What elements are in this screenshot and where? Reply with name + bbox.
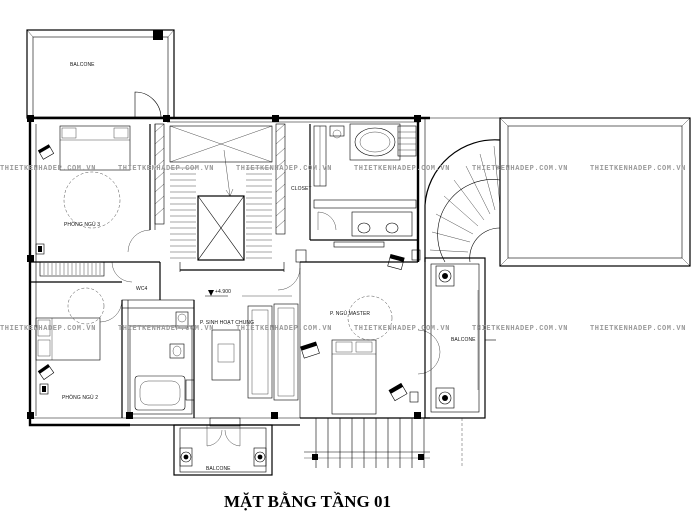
master-bedroom <box>299 249 441 418</box>
watermark-12: THIETKENHADEP.COM.VN <box>590 325 686 333</box>
plan-title: MẶT BẰNG TẦNG 01 <box>224 492 391 511</box>
watermark-3: THIETKENHADEP.COM.VN <box>236 165 332 173</box>
watermark-1: THIETKENHADEP.COM.VN <box>0 165 96 173</box>
roof-terrace <box>425 117 691 267</box>
watermark-band-top: THIETKENHADEP.COM.VN THIETKENHADEP.COM.V… <box>0 165 686 173</box>
label-balcony-bottom: BALCONE <box>206 466 231 472</box>
closet-and-bath <box>295 123 418 263</box>
balcony-right <box>424 257 496 419</box>
label-level: +4.900 <box>215 289 231 295</box>
staircase <box>154 123 286 272</box>
label-bedroom-2: PHÒNG NGỦ 2 <box>62 394 98 401</box>
watermark-6: THIETKENHADEP.COM.VN <box>590 165 686 173</box>
label-balcony-right: BALCONE <box>451 337 476 343</box>
watermark-9: THIETKENHADEP.COM.VN <box>236 325 332 333</box>
balcony-top-left <box>26 29 175 119</box>
watermark-7: THIETKENHADEP.COM.VN <box>0 325 96 333</box>
balcony-bottom <box>173 417 273 476</box>
bathroom-2 <box>129 300 195 418</box>
wc-4 <box>111 261 195 329</box>
bedroom-3 <box>30 124 160 277</box>
watermark-5: THIETKENHADEP.COM.VN <box>472 165 568 173</box>
level-marker: +4.900 <box>205 289 231 297</box>
watermark-10: THIETKENHADEP.COM.VN <box>354 325 450 333</box>
label-closet: CLOSET <box>291 186 312 192</box>
watermark-8: THIETKENHADEP.COM.VN <box>118 325 214 333</box>
spiral-stair <box>424 139 501 263</box>
label-living-room: P. SINH HOẠT CHUNG <box>200 320 254 326</box>
watermark-11: THIETKENHADEP.COM.VN <box>472 325 568 333</box>
label-wc: WC4 <box>136 286 148 292</box>
living-room <box>211 267 320 401</box>
watermark-band-bottom: THIETKENHADEP.COM.VN THIETKENHADEP.COM.V… <box>0 325 686 333</box>
label-master-bedroom: P. NGỦ MASTER <box>330 310 370 317</box>
label-bedroom-3: PHÒNG NGỦ 3 <box>64 221 100 228</box>
watermark-2: THIETKENHADEP.COM.VN <box>118 165 214 173</box>
pergola <box>300 417 463 468</box>
watermark-4: THIETKENHADEP.COM.VN <box>354 165 450 173</box>
label-balcony-top: BALCONE <box>70 62 95 68</box>
bedroom-2 <box>30 281 129 418</box>
